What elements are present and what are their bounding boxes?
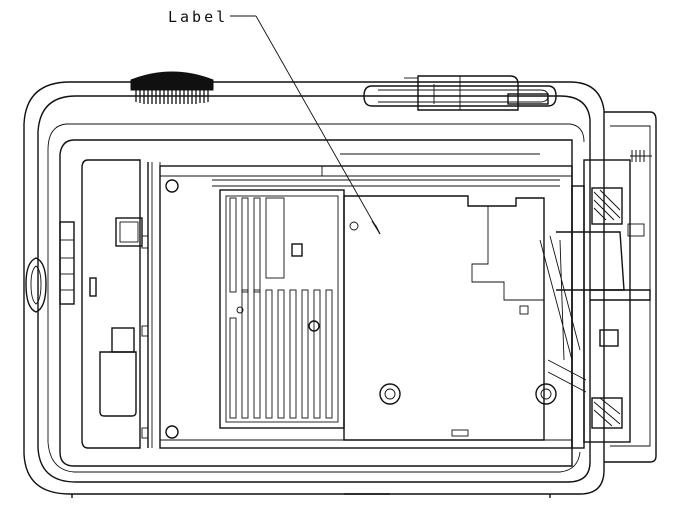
leader-line (230, 15, 381, 235)
right-mechanism (539, 111, 657, 463)
left-side-detail (25, 159, 161, 449)
top-dial (130, 71, 214, 104)
top-slider (363, 75, 557, 111)
bottom-edge (71, 493, 551, 498)
outer-housing (23, 81, 605, 495)
inner-compartment (159, 153, 573, 449)
callout-label: Label (168, 8, 228, 26)
ribbed-panel (219, 189, 345, 429)
label-plate (343, 195, 557, 441)
